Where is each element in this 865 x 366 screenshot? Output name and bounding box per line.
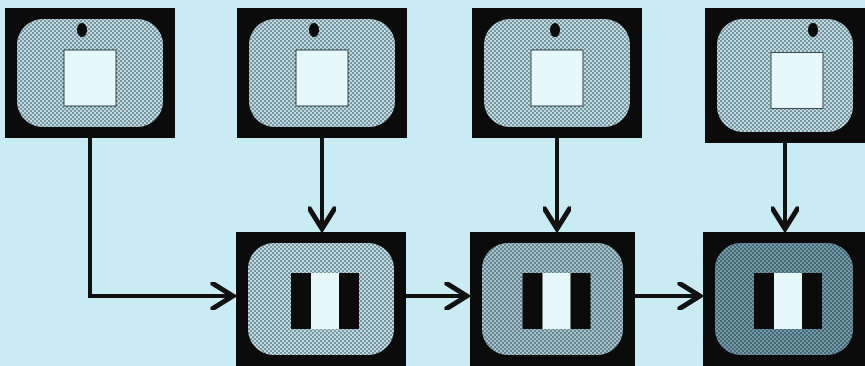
marker-dot: [808, 23, 818, 37]
top-row: [5, 8, 865, 143]
bottom-row: [236, 232, 865, 366]
light-window: [774, 273, 802, 329]
bottom-screen-2: [470, 232, 635, 366]
light-window: [543, 273, 571, 329]
light-window: [311, 273, 339, 329]
arrows-layer: [90, 138, 785, 296]
top-screen-3: [472, 8, 642, 138]
marker-dot: [309, 23, 319, 37]
light-window: [296, 50, 348, 106]
bottom-screen-1: [236, 232, 406, 366]
light-window: [64, 50, 116, 106]
top-screen-2: [237, 8, 407, 138]
bottom-screen-3: [703, 232, 865, 366]
top-screen-4: [705, 8, 865, 143]
top-screen-1: [5, 8, 175, 138]
marker-dot: [77, 23, 87, 37]
light-window: [531, 50, 583, 106]
arrow-top1-to-bottom1: [90, 138, 230, 296]
marker-dot: [550, 23, 560, 37]
light-window: [771, 53, 823, 109]
